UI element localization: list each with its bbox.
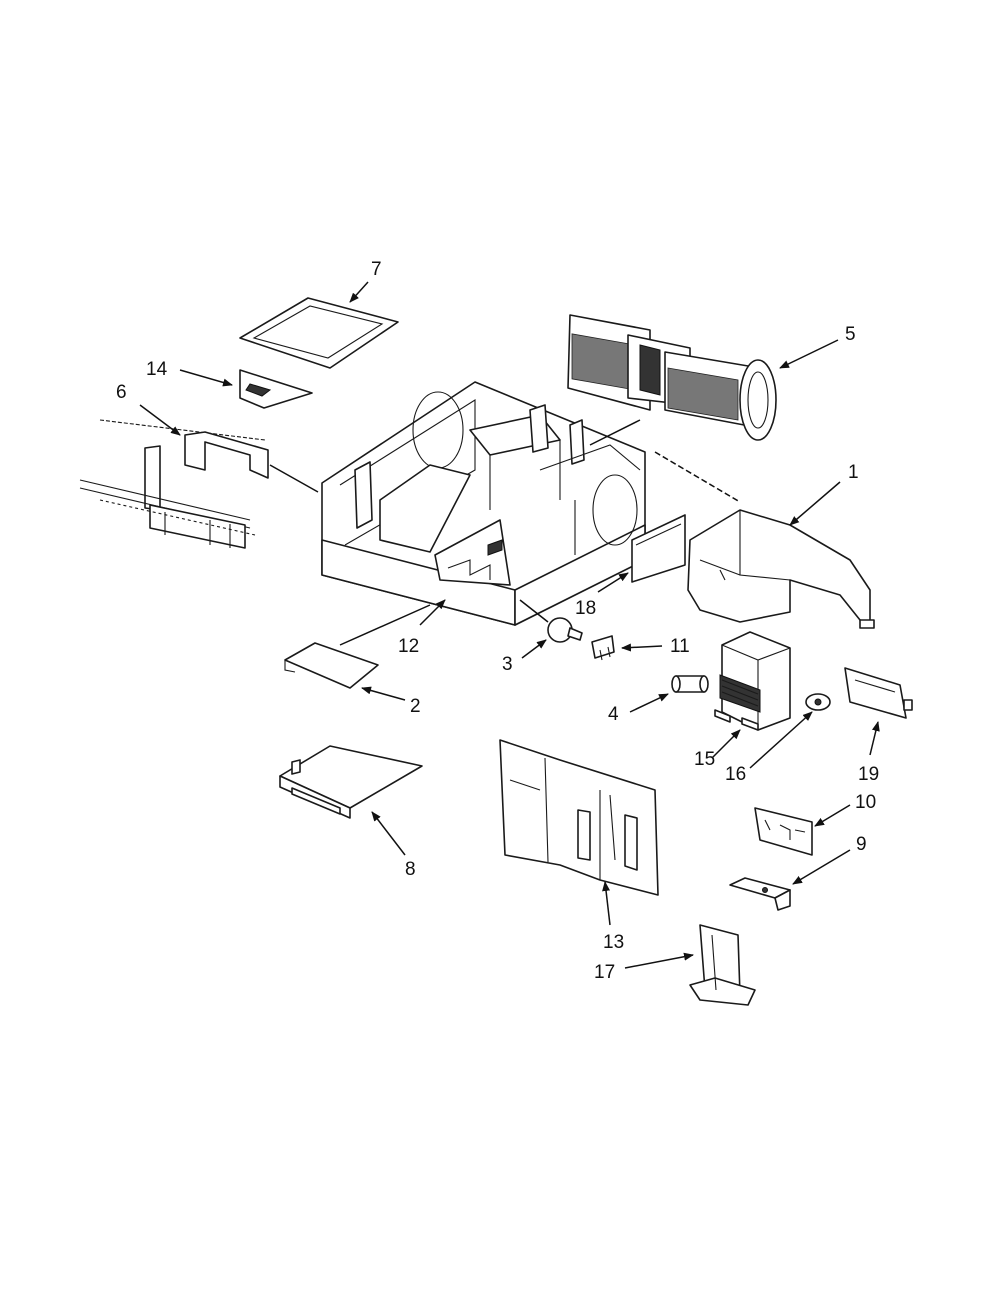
callout-2: 2: [410, 696, 421, 717]
callout-12: 12: [398, 636, 419, 657]
part-14-plate: [239, 369, 313, 409]
part-18-panel: [631, 514, 686, 583]
part-15-transformer: [714, 631, 791, 731]
part-13-panel: [499, 739, 659, 896]
part-9-clip: [729, 877, 791, 911]
callout-6: 6: [116, 382, 127, 403]
callout-13: 13: [603, 932, 624, 953]
part-5-blower: [567, 314, 777, 441]
callout-11: 11: [670, 636, 690, 657]
leader-lines: [139, 281, 880, 969]
part-12-base: [321, 381, 646, 626]
part-8-tray: [279, 745, 423, 819]
callout-14: 14: [146, 359, 168, 380]
part-4-capacitor: [671, 675, 709, 693]
part-7-filter: [239, 297, 399, 369]
callout-labels: 7 14 6 5 1 18 12 3 11 2 4 15 19 16 10 9 …: [116, 259, 879, 983]
part-11-socket: [591, 635, 615, 661]
callout-1: 1: [848, 462, 859, 483]
part-1-duct: [687, 509, 875, 629]
part-10-label: [754, 807, 813, 856]
callout-3: 3: [502, 654, 513, 675]
callout-10: 10: [855, 792, 876, 813]
callout-5: 5: [845, 324, 856, 345]
part-6-bracket: [79, 419, 269, 549]
callout-15: 15: [694, 749, 715, 770]
callout-7: 7: [371, 259, 382, 280]
callout-18: 18: [575, 598, 596, 619]
callout-17: 17: [594, 962, 615, 983]
part-3-lamp: [547, 617, 583, 643]
part-16-switch: [805, 693, 831, 711]
callout-9: 9: [856, 834, 867, 855]
part-2-cover: [284, 642, 379, 689]
callout-16: 16: [725, 764, 746, 785]
callout-4: 4: [608, 704, 619, 725]
callout-19: 19: [858, 764, 879, 785]
part-17-duct: [689, 924, 756, 1006]
callout-8: 8: [405, 859, 416, 880]
part-19-bracket: [844, 667, 913, 719]
